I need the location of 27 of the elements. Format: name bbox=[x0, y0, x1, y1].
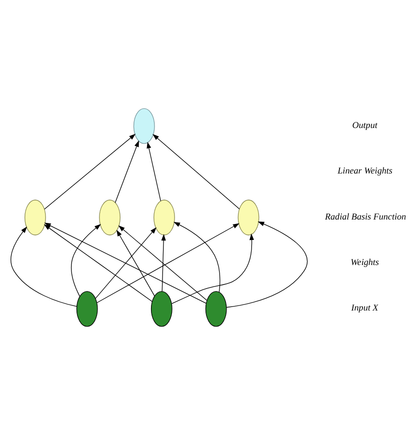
node-ellipse bbox=[99, 199, 120, 235]
arrow bbox=[171, 233, 254, 304]
arrow bbox=[118, 224, 208, 300]
arrow bbox=[44, 133, 136, 209]
label: Linear Weights bbox=[338, 165, 392, 176]
node-ellipse bbox=[205, 290, 227, 326]
node-ellipse bbox=[238, 199, 260, 235]
node-ellipse bbox=[150, 290, 172, 326]
arrow bbox=[161, 234, 166, 292]
node-ellipse bbox=[76, 290, 98, 326]
node-ellipse bbox=[133, 108, 155, 144]
arrow bbox=[226, 221, 308, 308]
arrow bbox=[174, 221, 220, 292]
label: Output bbox=[352, 119, 378, 130]
arrow bbox=[95, 226, 156, 298]
arrow bbox=[152, 133, 240, 209]
arrow bbox=[116, 229, 155, 296]
arrow bbox=[71, 224, 102, 296]
node-ellipse bbox=[154, 199, 175, 235]
label: Input X bbox=[351, 302, 378, 312]
label: Weights bbox=[350, 256, 379, 266]
arrow bbox=[114, 140, 139, 202]
node-ellipse bbox=[24, 199, 46, 235]
arrow bbox=[10, 226, 78, 306]
arrow bbox=[96, 222, 240, 303]
label: Radial Basis Function bbox=[324, 210, 406, 221]
arrow bbox=[146, 141, 161, 201]
